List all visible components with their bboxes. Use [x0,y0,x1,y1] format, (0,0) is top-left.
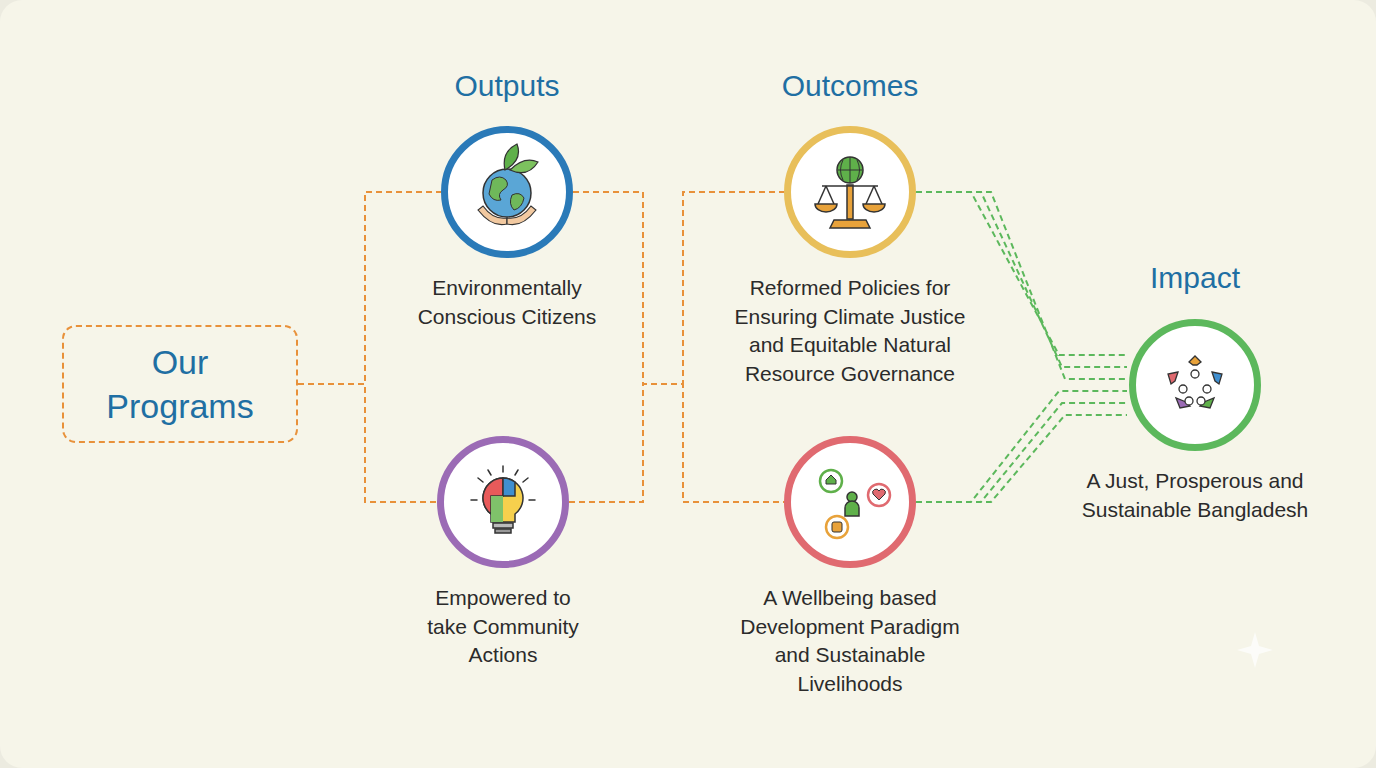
node-circle [1129,319,1261,451]
node-caption: Environmentally Conscious Citizens [402,274,612,331]
bulb-icon [471,466,535,533]
column-heading: Impact [1150,260,1240,296]
dashed-connector [569,384,784,502]
node-circle [441,126,573,258]
column-heading: Outcomes [782,68,919,104]
dashed-connector [298,192,441,384]
outcome-node: A Just, Prosperous and Sustainable Bangl… [1054,319,1336,524]
globe-icon [478,144,538,225]
node-caption: A Just, Prosperous and Sustainable Bangl… [1059,467,1331,524]
node-circle [784,126,916,258]
program-label: Our Programs [85,340,275,428]
dashed-connector [298,384,437,502]
node-caption: Empowered to take Community Actions [418,584,588,670]
outcome-node: Environmentally Conscious Citizens [397,126,617,331]
impact-icon [1168,356,1222,408]
outcome-node: Reformed Policies for Ensuring Climate J… [712,126,988,388]
outcome-node: Empowered to take Community Actions [413,436,593,670]
program-box: Our Programs [62,325,298,443]
scales-icon [815,157,885,228]
column-heading: Outputs [454,68,559,104]
outcome-node: A Wellbeing based Development Paradigm a… [725,436,975,698]
node-caption: Reformed Policies for Ensuring Climate J… [717,274,983,388]
node-circle [784,436,916,568]
node-circle [437,436,569,568]
node-caption: A Wellbeing based Development Paradigm a… [730,584,970,698]
wellbeing-icon [820,470,890,538]
sparkle-mark [1237,632,1273,668]
